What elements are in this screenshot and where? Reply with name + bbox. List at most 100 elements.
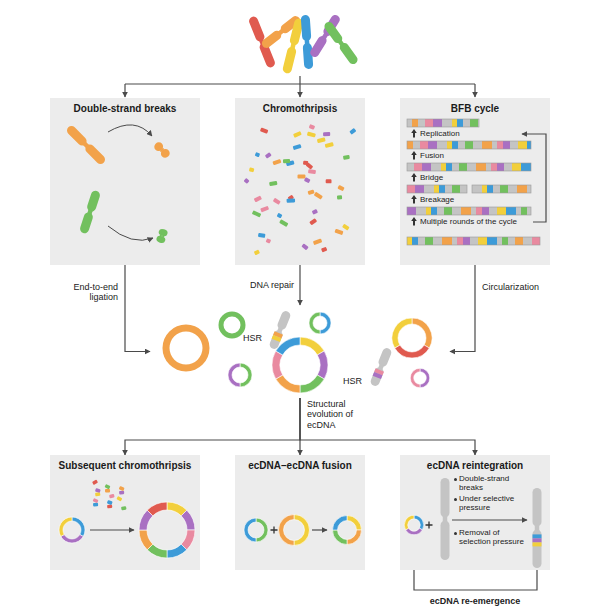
bar-segment bbox=[407, 207, 416, 215]
amplified-band bbox=[533, 538, 542, 542]
bar-segment bbox=[424, 185, 434, 193]
ring-segment bbox=[61, 535, 84, 543]
bar-segment bbox=[459, 163, 467, 171]
break-arrow bbox=[108, 125, 152, 136]
dna-fragment bbox=[337, 185, 344, 191]
ring-segment bbox=[404, 515, 414, 530]
bar-segment bbox=[412, 237, 418, 245]
bar-segment bbox=[482, 141, 492, 149]
bar-segment bbox=[407, 237, 412, 245]
centromere bbox=[277, 327, 283, 332]
arrow-line bbox=[124, 84, 125, 97]
dna-fragment bbox=[104, 484, 110, 489]
bar-segment bbox=[527, 141, 531, 149]
dna-fragment bbox=[321, 247, 327, 253]
step-label: Replication bbox=[420, 129, 528, 138]
ring-segment bbox=[228, 363, 240, 387]
bar-segment bbox=[420, 141, 428, 149]
bar-segment bbox=[518, 141, 527, 149]
ring-segment bbox=[294, 515, 310, 546]
bar-segment bbox=[442, 237, 452, 245]
dna-fragment bbox=[349, 128, 356, 135]
chromosome-arm bbox=[276, 310, 292, 331]
ecdna-ring bbox=[244, 518, 268, 542]
ecdna-pool: HSRHSR bbox=[150, 305, 450, 398]
bar-segment bbox=[463, 119, 470, 127]
chromosome-arm bbox=[268, 329, 284, 350]
bar-outline bbox=[407, 207, 531, 215]
chromosome-arm bbox=[79, 211, 94, 234]
bullet-dot bbox=[454, 478, 457, 481]
bar-segment bbox=[407, 119, 412, 127]
ring-segment bbox=[59, 517, 72, 537]
node-illustration bbox=[50, 455, 200, 570]
centromere bbox=[305, 39, 310, 45]
dna-fragment bbox=[277, 213, 283, 219]
dna-fragment bbox=[313, 238, 322, 245]
chromosome bbox=[268, 310, 291, 350]
dna-fragment bbox=[260, 206, 269, 213]
ecdna-ring bbox=[404, 515, 424, 535]
chromosome-arm bbox=[441, 478, 450, 517]
flow-connector bbox=[125, 398, 300, 455]
chromosome bbox=[301, 15, 314, 69]
chromosome-arm bbox=[84, 143, 107, 166]
bar-segment bbox=[512, 163, 521, 171]
centromere bbox=[160, 235, 165, 238]
dna-fragment bbox=[265, 152, 272, 159]
bar-segment bbox=[472, 185, 482, 193]
source-chromosomes bbox=[248, 13, 360, 74]
bar-segment bbox=[532, 237, 540, 245]
bar-segment bbox=[445, 185, 452, 193]
bar-segment bbox=[527, 185, 531, 193]
ecdna-ring bbox=[392, 318, 432, 358]
dna-fragment bbox=[308, 169, 316, 174]
dna-fragment bbox=[301, 243, 308, 250]
bar-segment bbox=[447, 141, 452, 149]
ring-segment bbox=[256, 518, 268, 542]
centromere bbox=[322, 33, 328, 39]
centromere bbox=[378, 364, 384, 369]
bar-outline bbox=[407, 185, 467, 193]
dna-fragment bbox=[119, 491, 124, 495]
bar-segment bbox=[521, 207, 527, 215]
bar-outline bbox=[407, 163, 531, 171]
chromosome bbox=[369, 347, 392, 387]
bullet-text: Under selective pressure bbox=[459, 494, 529, 512]
ecdna-ring bbox=[410, 368, 430, 388]
bar-outline bbox=[407, 237, 540, 245]
node-illustration bbox=[50, 98, 200, 265]
bar-segment bbox=[489, 207, 497, 215]
chromosome-arm bbox=[301, 15, 312, 41]
bar-segment bbox=[413, 141, 420, 149]
bar-segment bbox=[517, 185, 527, 193]
illustration bbox=[244, 124, 357, 255]
arrow-line bbox=[452, 519, 527, 520]
illustration bbox=[407, 119, 546, 245]
bar-segment bbox=[487, 185, 493, 193]
dna-fragment bbox=[342, 224, 350, 231]
centromere bbox=[83, 142, 90, 149]
amplified-band bbox=[533, 542, 542, 546]
ring-segment bbox=[300, 375, 324, 393]
bar-segment bbox=[482, 207, 489, 215]
bar-segment bbox=[500, 185, 508, 193]
amplified-band bbox=[272, 335, 282, 342]
illustration bbox=[162, 310, 432, 393]
chromosome bbox=[65, 124, 107, 166]
bar-segment bbox=[467, 163, 476, 171]
node-illustration bbox=[400, 455, 550, 570]
chromosome bbox=[441, 478, 450, 560]
step-arrow bbox=[411, 173, 417, 182]
step-label: HSR bbox=[243, 333, 271, 343]
dna-fragment bbox=[252, 210, 262, 217]
bar-segment bbox=[437, 141, 447, 149]
dna-fragment bbox=[293, 144, 302, 150]
bar-segment bbox=[465, 141, 473, 149]
chromosome-arm bbox=[156, 235, 167, 244]
bar-segment bbox=[415, 185, 424, 193]
bar-segment bbox=[418, 237, 425, 245]
dna-fragment bbox=[309, 218, 317, 225]
bar-segment bbox=[470, 237, 478, 245]
bar-segment bbox=[433, 237, 442, 245]
